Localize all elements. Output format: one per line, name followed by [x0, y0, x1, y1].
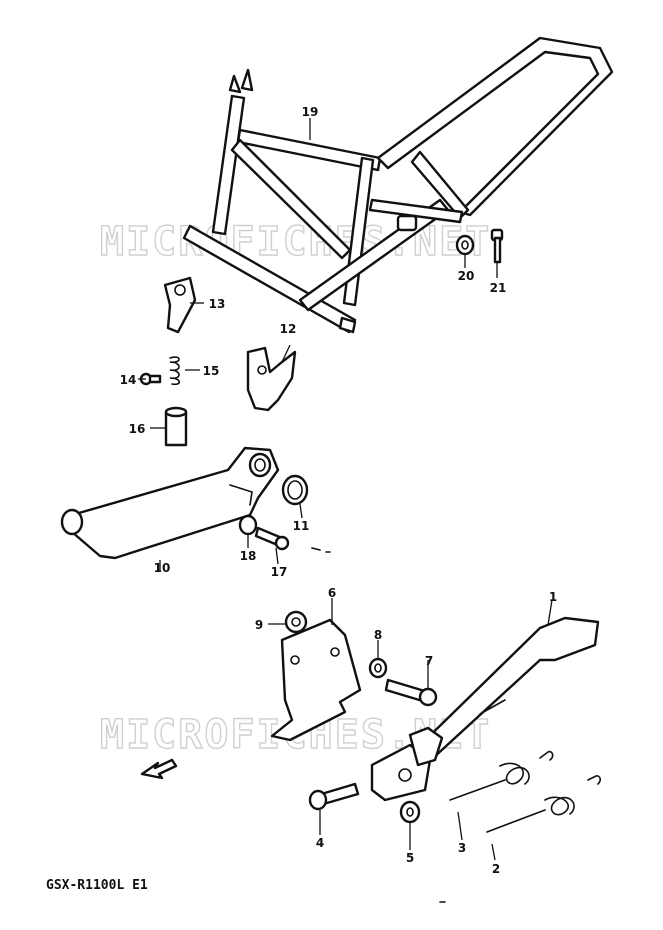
callout-4[interactable]: 4: [316, 836, 324, 850]
part-7-bolt[interactable]: [384, 678, 438, 707]
callout-2[interactable]: 2: [492, 862, 500, 876]
part-16-collar[interactable]: [164, 406, 188, 447]
model-code: GSX-R1100L E1: [46, 878, 148, 893]
part-4-bolt[interactable]: [308, 782, 360, 811]
callout-10[interactable]: 10: [154, 561, 171, 575]
callout-12[interactable]: 12: [280, 322, 297, 336]
part-12-cover[interactable]: [246, 346, 297, 412]
part-9-nut[interactable]: [284, 610, 308, 634]
callout-13[interactable]: 13: [209, 297, 226, 311]
part-2-spring[interactable]: [486, 775, 601, 833]
callout-18[interactable]: 18: [240, 549, 257, 563]
part-1-side-stand[interactable]: [370, 616, 600, 802]
callout-14[interactable]: 14: [120, 373, 137, 387]
part-17-bolt[interactable]: [254, 526, 290, 551]
part-8-washer[interactable]: [368, 657, 388, 679]
callout-5[interactable]: 5: [406, 851, 414, 865]
part-21-bolt[interactable]: [490, 228, 504, 264]
callout-1[interactable]: 1: [549, 590, 557, 604]
part-19-center-stand[interactable]: [182, 36, 614, 334]
part-13-bracket[interactable]: [163, 276, 197, 334]
callout-7[interactable]: 7: [425, 654, 433, 668]
part-15-spring[interactable]: [169, 356, 181, 386]
callout-15[interactable]: 15: [203, 364, 220, 378]
part-20-nut[interactable]: [455, 234, 475, 256]
part-11-o-ring[interactable]: [281, 474, 309, 506]
callout-9[interactable]: 9: [255, 618, 263, 632]
callout-6[interactable]: 6: [328, 586, 336, 600]
callout-19[interactable]: 19: [302, 105, 319, 119]
leader-lines: [138, 118, 553, 861]
watermark-top: MICROFICHES.NET: [100, 219, 491, 265]
part-10-brake-pedal[interactable]: [60, 446, 280, 560]
callout-3[interactable]: 3: [458, 841, 466, 855]
part-3-spring[interactable]: [449, 750, 554, 801]
callout-8[interactable]: 8: [374, 628, 382, 642]
callout-21[interactable]: 21: [490, 281, 507, 295]
callout-20[interactable]: 20: [458, 269, 475, 283]
callout-11[interactable]: 11: [293, 519, 310, 533]
callout-17[interactable]: 17: [271, 565, 288, 579]
part-5-nut[interactable]: [399, 800, 421, 824]
part-6-stand-bracket[interactable]: [270, 618, 362, 742]
part-18-nut[interactable]: [238, 514, 258, 536]
front-arrow-icon: [140, 758, 178, 780]
callout-16[interactable]: 16: [129, 422, 146, 436]
